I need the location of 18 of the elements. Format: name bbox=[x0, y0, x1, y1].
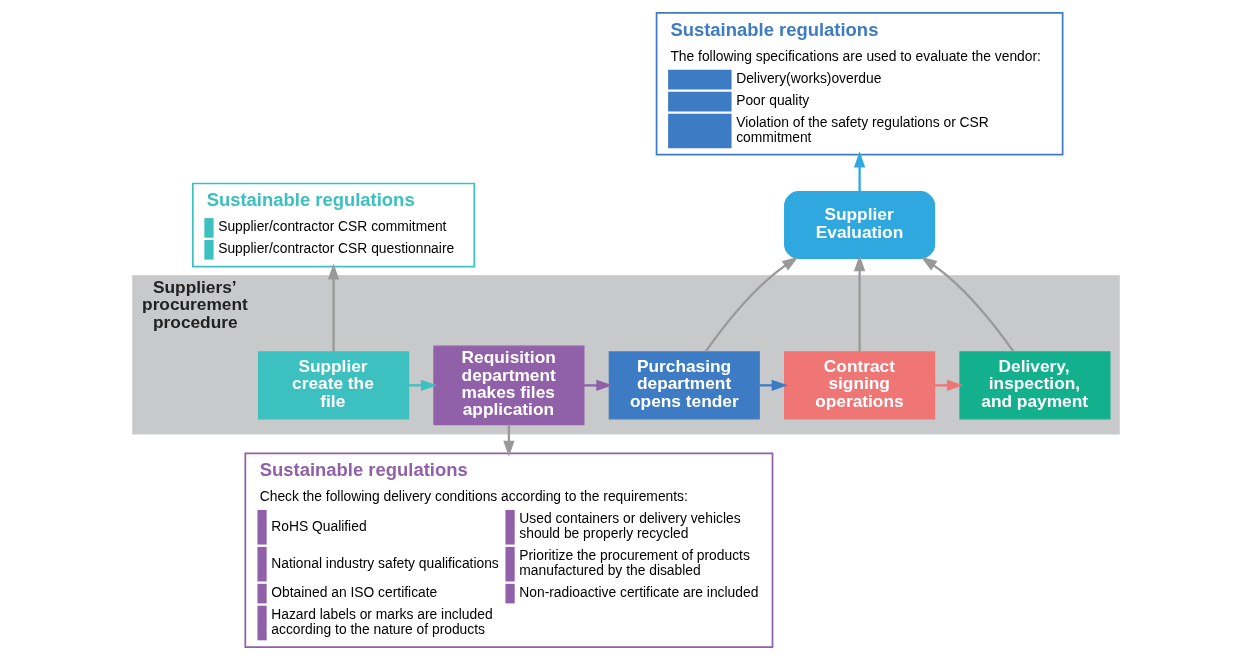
arrow bbox=[934, 379, 964, 392]
node-box: Purchasing department opens tender bbox=[608, 351, 760, 420]
arrow bbox=[853, 255, 866, 352]
arrow bbox=[408, 379, 438, 392]
arrow bbox=[759, 379, 788, 392]
arrow bbox=[920, 256, 1015, 353]
arrow bbox=[583, 379, 613, 392]
node-box: Requisition department makes files application bbox=[433, 345, 585, 426]
arrow bbox=[327, 263, 340, 352]
node-box: Sustainable regulations Check the following delivery conditions according to the requirements: RoHS Qualified Used containers or delivery vehicles should be properly recycled National industry safety qualifications Prioritize the procurement of products manufactured by the disabled Obtained an ISO certificate Non-radioactive certificate are included Hazard labels or marks are included according to the nature of products bbox=[244, 452, 774, 649]
arrow bbox=[704, 256, 799, 353]
node-box: Supplier Evaluation bbox=[784, 191, 936, 260]
arrow bbox=[853, 151, 866, 192]
node-box: Delivery, inspection, and payment bbox=[959, 351, 1111, 420]
node-box: Sustainable regulations Supplier/contractor CSR commitment Supplier/contractor CSR questionnaire bbox=[191, 182, 476, 268]
node-box: Sustainable regulations The following specifications are used to evaluate the vendor: Delivery(works)overdue Poor quality Violation of the safety regulations or CSR commitment bbox=[655, 11, 1064, 156]
node-box: Supplier create the file bbox=[258, 351, 410, 420]
node-box: Contract signing operations bbox=[784, 351, 936, 420]
